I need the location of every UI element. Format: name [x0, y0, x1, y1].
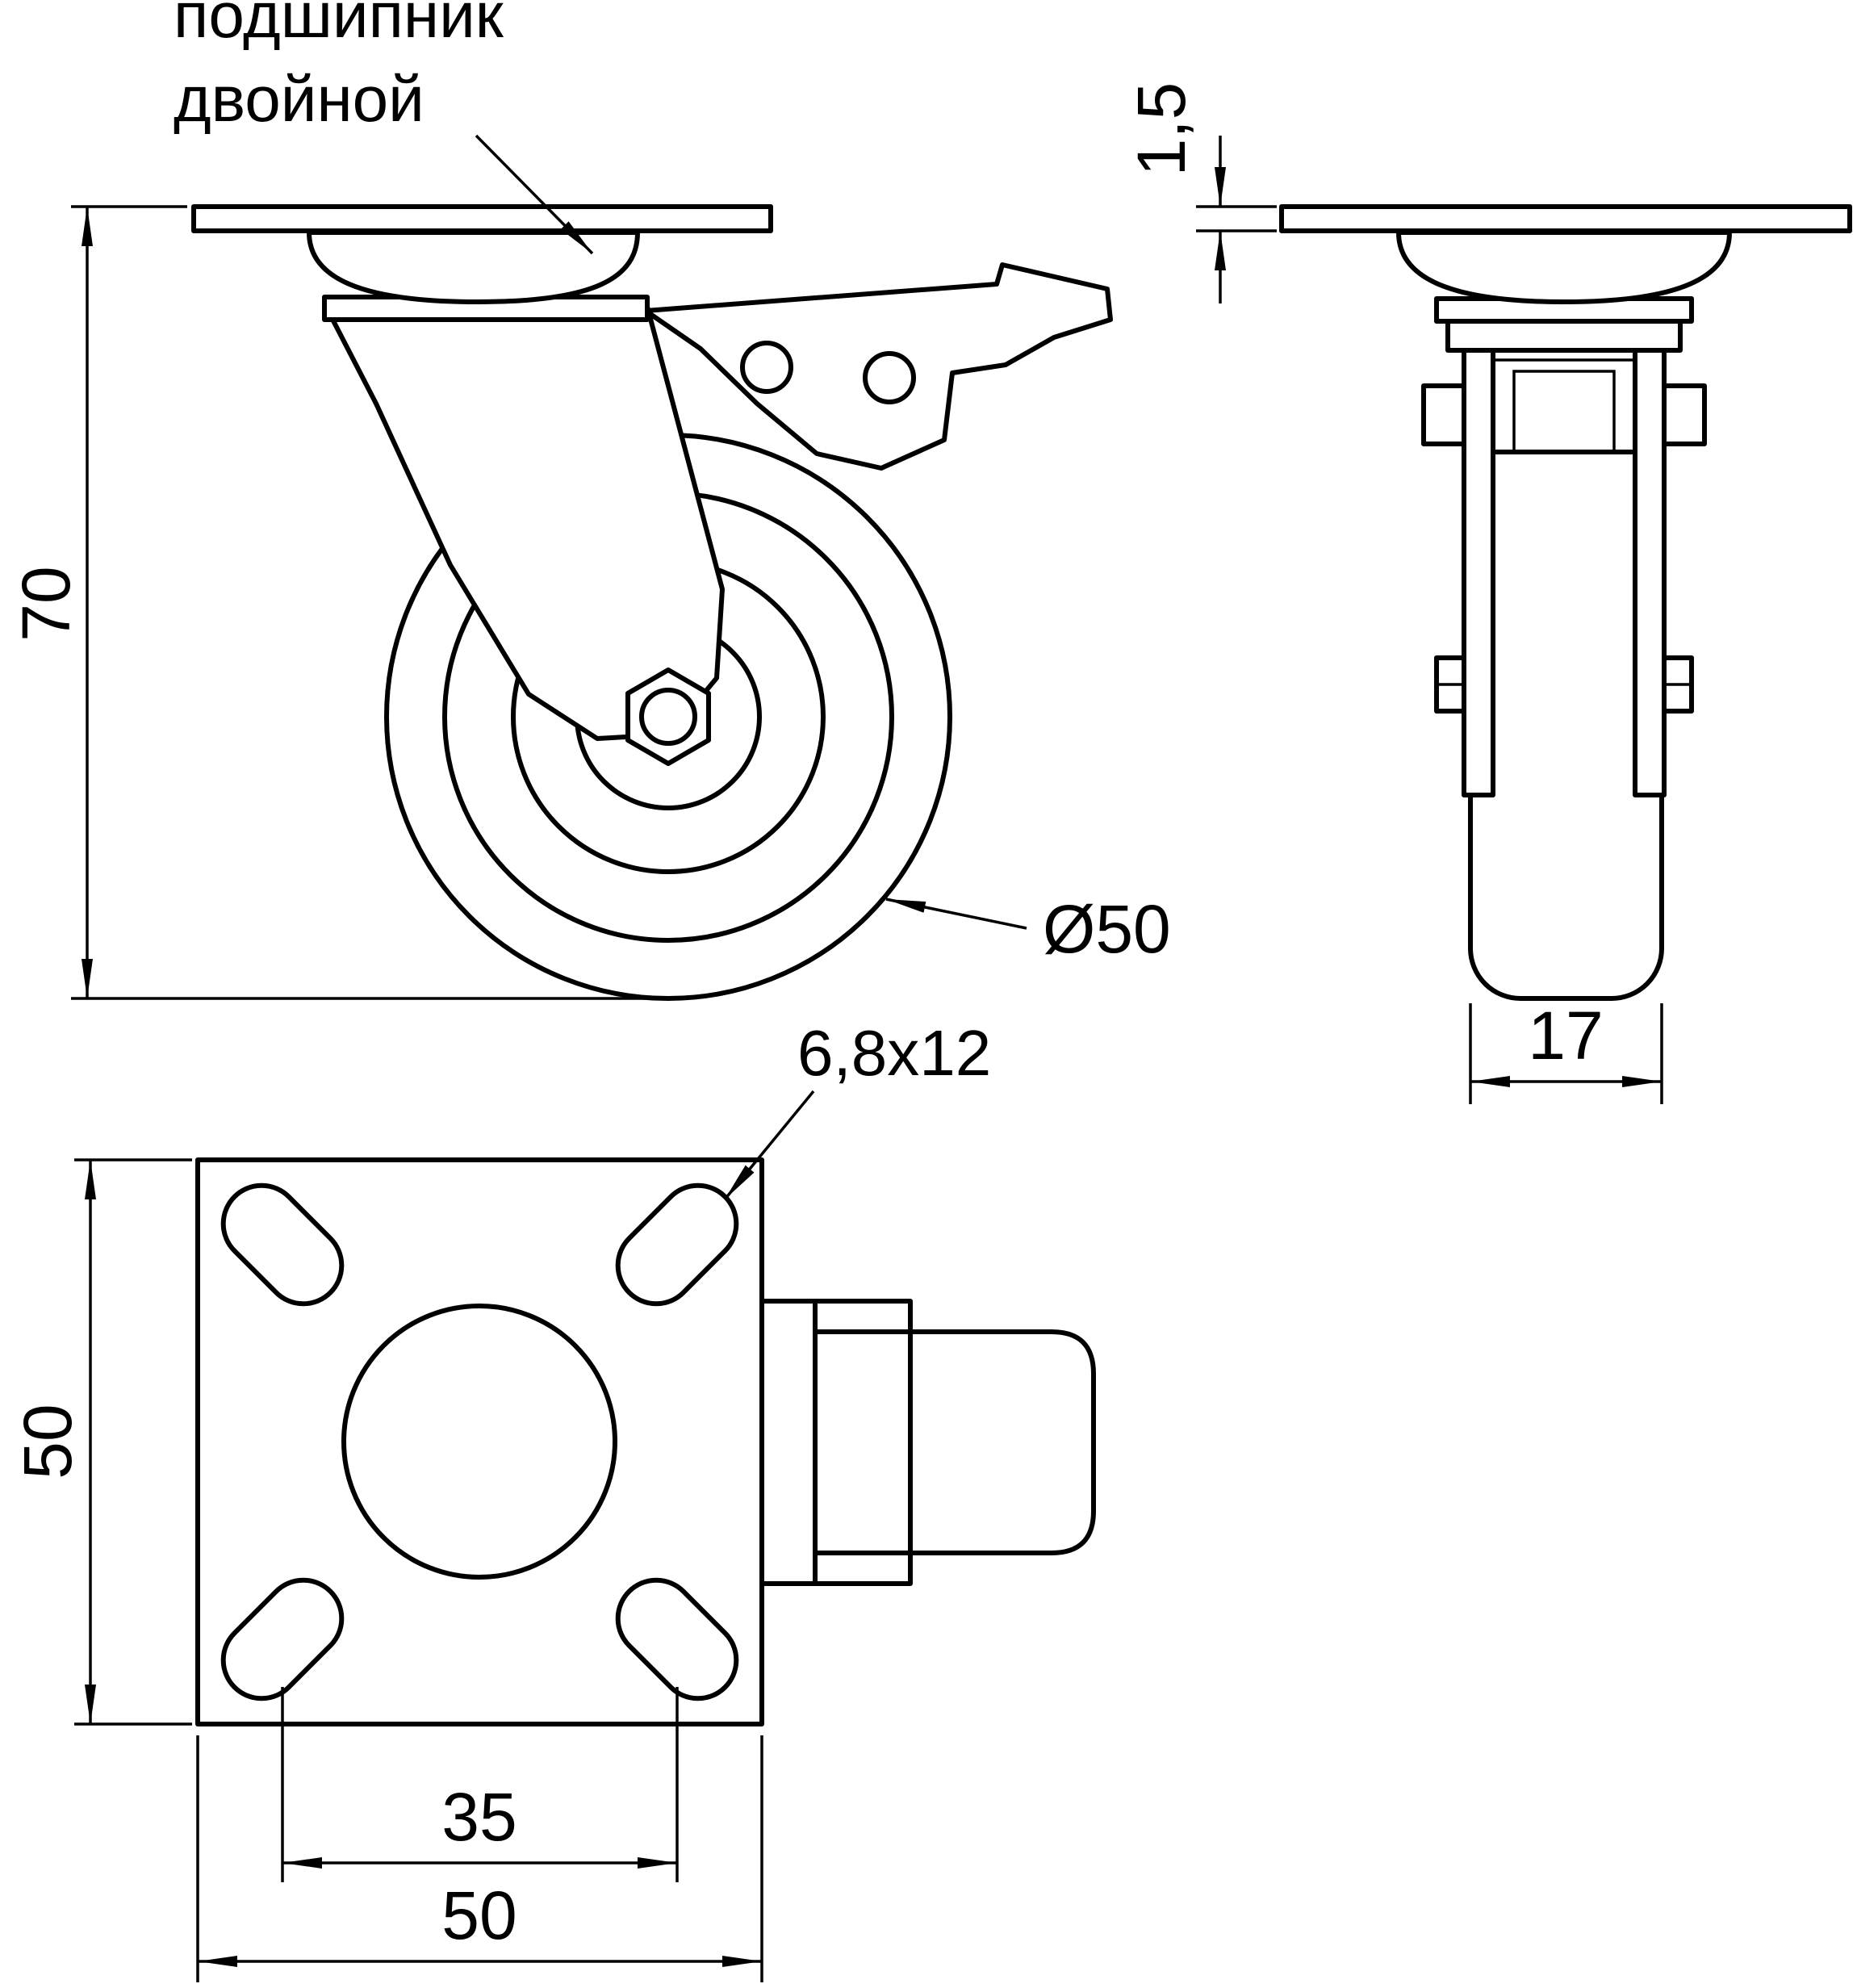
- dimension-overall-height: 70: [8, 205, 655, 1000]
- bearing-dome: [307, 230, 640, 304]
- mounting-plate-front: [191, 204, 773, 233]
- dim-plate-height-text: 50: [10, 1404, 86, 1479]
- side-view: [1279, 204, 1852, 1001]
- dim-plate-thickness-text: 1,5: [1123, 82, 1199, 177]
- dimension-plate-thickness: 1,5: [1123, 82, 1277, 303]
- dim-wheel-diameter-text: Ø50: [1043, 891, 1171, 967]
- dim-overall-height-text: 70: [8, 566, 84, 641]
- dimension-plate-height: 50: [10, 1158, 192, 1726]
- dimension-hole-spacing: 35: [281, 1687, 679, 1882]
- axle-nut: [625, 668, 711, 766]
- front-view: [191, 204, 1113, 1001]
- callout-bearing-line2: двойной: [174, 63, 425, 135]
- fork-leg-left: [1462, 346, 1495, 797]
- brake-lever-hole-left: [740, 341, 793, 394]
- slot-hole-bottom-left: [220, 1577, 345, 1701]
- brake-housing-top: [759, 1299, 1096, 1586]
- callout-bearing-line1: подшипник: [174, 0, 504, 51]
- axle-bolt-left: [1434, 655, 1466, 714]
- dimension-plate-width: 50: [196, 1735, 763, 1982]
- mounting-plate-top: [195, 1157, 764, 1726]
- axle-bolt-right: [1662, 655, 1694, 714]
- fork-leg-right: [1633, 346, 1667, 797]
- center-hole: [341, 1304, 617, 1580]
- top-view: [195, 1157, 1096, 1726]
- brake-tab-right: [1662, 383, 1707, 446]
- dim-wheel-width-text: 17: [1528, 998, 1603, 1074]
- brake-lever-hole-right: [863, 351, 916, 404]
- slot-hole-bottom-right: [615, 1577, 739, 1701]
- callout-slot-text: 6,8x12: [797, 1017, 991, 1089]
- brake-tab-left: [1421, 383, 1466, 446]
- mounting-plate-side: [1279, 204, 1852, 233]
- dimension-wheel-diameter: Ø50: [885, 891, 1171, 967]
- bearing-dome-side: [1396, 230, 1732, 304]
- dim-hole-spacing-text: 35: [441, 1779, 517, 1855]
- swivel-collar-side-lower: [1445, 319, 1683, 353]
- dim-plate-width-text: 50: [441, 1877, 517, 1953]
- callout-bearing: подшипник двойной: [174, 0, 594, 255]
- callout-slot: 6,8x12: [723, 1017, 991, 1201]
- slot-hole-top-left: [220, 1182, 345, 1307]
- dimension-wheel-width: 17: [1469, 998, 1663, 1104]
